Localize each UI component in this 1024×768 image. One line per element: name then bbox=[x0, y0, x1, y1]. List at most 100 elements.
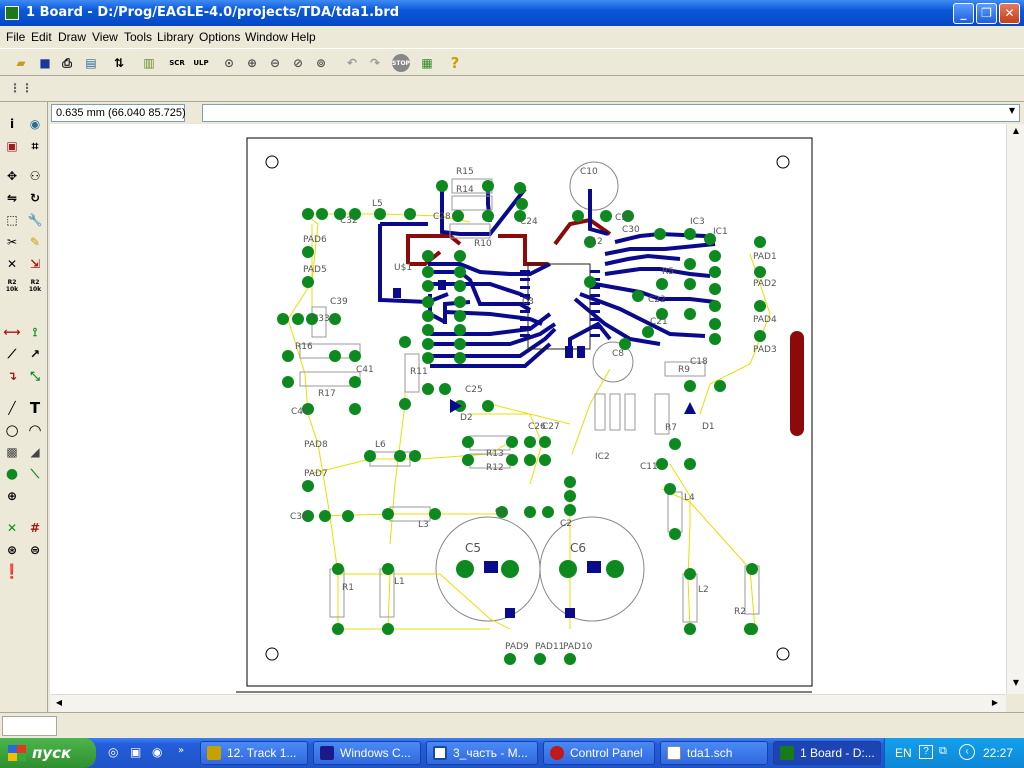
menu-file[interactable]: File bbox=[6, 30, 26, 44]
group-icon[interactable]: ⬚ bbox=[6, 213, 18, 227]
ripup-icon[interactable]: ↗ bbox=[29, 347, 41, 361]
task-board[interactable]: 1 Board - D:... bbox=[773, 741, 881, 765]
menu-library[interactable]: Library bbox=[157, 30, 194, 44]
ratsnest-icon[interactable]: ⤡ bbox=[30, 368, 40, 383]
close-button[interactable]: ✕ bbox=[999, 3, 1020, 24]
split-icon[interactable]: ⟷ bbox=[3, 325, 21, 339]
show-desktop-icon[interactable]: ▣ bbox=[130, 745, 142, 759]
scroll-right-icon[interactable]: ▶ bbox=[991, 698, 999, 707]
mirror-icon[interactable]: ⇋ bbox=[6, 191, 18, 205]
signal-icon[interactable]: ⟍ bbox=[30, 466, 40, 481]
open-icon[interactable]: ▰ bbox=[16, 56, 26, 70]
optimize-icon[interactable]: ⟟ bbox=[32, 324, 38, 339]
route-icon[interactable]: ⟋ bbox=[7, 346, 17, 361]
ulp-button[interactable]: ULP bbox=[193, 59, 209, 67]
title-bar[interactable]: 1 Board - D:/Prog/EAGLE-4.0/projects/TDA… bbox=[0, 0, 1024, 26]
text-icon[interactable]: T bbox=[29, 399, 41, 417]
network-icon[interactable]: ⧉ bbox=[939, 745, 947, 757]
cut-icon[interactable]: ✕ bbox=[6, 257, 18, 271]
menu-options[interactable]: Options bbox=[199, 30, 241, 44]
grid-icon[interactable]: ⋮⋮ bbox=[9, 81, 33, 95]
tray-expand-icon[interactable]: ‹ bbox=[959, 744, 975, 760]
paste-icon[interactable]: ✂ bbox=[6, 235, 18, 249]
menu-draw[interactable]: Draw bbox=[58, 30, 87, 44]
board-canvas[interactable]: R15 R14 C28 R10 C10 C31 C30 IC3 C24 C12 … bbox=[50, 124, 1006, 694]
svg-text:R5: R5 bbox=[662, 267, 674, 277]
wire-icon[interactable]: ↴ bbox=[6, 369, 18, 383]
maximize-button[interactable]: ❐ bbox=[976, 3, 997, 24]
scroll-down-icon[interactable]: ▼ bbox=[1012, 678, 1020, 687]
minimize-button[interactable]: _ bbox=[953, 3, 974, 24]
scroll-left-icon[interactable]: ◀ bbox=[55, 698, 63, 707]
rect-icon[interactable]: ▩ bbox=[6, 445, 18, 459]
move-icon[interactable]: ✥ bbox=[6, 169, 18, 183]
via-icon[interactable]: ● bbox=[5, 466, 19, 482]
zoom-in-icon[interactable]: ⊕ bbox=[246, 56, 258, 70]
switch-icon[interactable]: ⇅ bbox=[113, 56, 125, 70]
task-control-panel[interactable]: Control Panel bbox=[543, 741, 655, 765]
value-icon[interactable]: R2 10k bbox=[28, 279, 42, 293]
line-icon[interactable]: ╱ bbox=[8, 401, 16, 415]
go-icon[interactable]: ▦ bbox=[421, 56, 433, 70]
menu-edit[interactable]: Edit bbox=[31, 30, 52, 44]
warning-icon[interactable]: ❗ bbox=[3, 564, 21, 580]
start-button[interactable]: пуск bbox=[0, 738, 96, 768]
diodes bbox=[450, 399, 696, 414]
task-winamp[interactable]: 12. Track 1... bbox=[200, 741, 308, 765]
zoom-redraw-icon[interactable]: ⊘ bbox=[292, 56, 304, 70]
display-layers-icon[interactable]: ▣ bbox=[6, 139, 18, 153]
ie-icon[interactable]: ◎ bbox=[108, 745, 119, 759]
script-button[interactable]: SCR bbox=[169, 59, 185, 67]
info-icon[interactable]: i bbox=[9, 117, 15, 131]
name-icon[interactable]: R2 10k bbox=[5, 279, 19, 293]
redo-icon[interactable]: ↷ bbox=[369, 56, 381, 70]
svg-text:PAD3: PAD3 bbox=[753, 345, 777, 355]
arc-icon[interactable]: ◠ bbox=[29, 421, 41, 439]
menu-tools[interactable]: Tools bbox=[124, 30, 153, 44]
save-icon[interactable]: ■ bbox=[39, 56, 51, 70]
library-icon[interactable]: ▥ bbox=[143, 56, 155, 70]
print-icon[interactable]: ⎙ bbox=[62, 55, 72, 70]
menu-view[interactable]: View bbox=[92, 30, 118, 44]
command-history-dropdown-icon[interactable]: ▼ bbox=[1008, 106, 1016, 115]
vertical-scrollbar[interactable]: ▲ ▼ bbox=[1006, 124, 1024, 694]
mark-icon[interactable]: ⌗ bbox=[31, 138, 39, 153]
help-tray-icon[interactable]: ? bbox=[919, 745, 933, 759]
svg-text:R10: R10 bbox=[474, 239, 492, 249]
scroll-up-icon[interactable]: ▲ bbox=[1012, 126, 1020, 135]
delete-icon[interactable]: ✎ bbox=[29, 235, 41, 249]
cam-icon[interactable]: ▤ bbox=[85, 56, 97, 70]
stop-button[interactable]: STOP bbox=[392, 54, 410, 72]
add-icon[interactable]: ⇲ bbox=[29, 257, 41, 271]
media-player-icon[interactable]: ◉ bbox=[152, 745, 163, 759]
drc-icon[interactable]: # bbox=[29, 521, 41, 535]
errors-icon[interactable]: ⊛ bbox=[6, 543, 18, 557]
task-windows-commander[interactable]: Windows C... bbox=[313, 741, 421, 765]
zoom-out-icon[interactable]: ⊖ bbox=[269, 56, 281, 70]
task-word[interactable]: 3_часть - M... bbox=[426, 741, 538, 765]
copy-icon[interactable]: ⚇ bbox=[29, 169, 41, 183]
erc-icon[interactable]: ⊜ bbox=[29, 543, 41, 557]
svg-text:C27: C27 bbox=[542, 422, 560, 432]
circle-icon[interactable]: ○ bbox=[5, 421, 19, 439]
zoom-fit-icon[interactable]: ⊙ bbox=[223, 56, 235, 70]
horizontal-scrollbar[interactable]: ◀ ▶ bbox=[50, 694, 1006, 712]
rotate-icon[interactable]: ↻ bbox=[29, 191, 41, 205]
svg-text:D1: D1 bbox=[702, 422, 715, 432]
pcb-layout[interactable]: R15 R14 C28 R10 C10 C31 C30 IC3 C24 C12 … bbox=[50, 124, 1006, 694]
quicklaunch-more-icon[interactable]: » bbox=[178, 745, 185, 756]
ic-chip bbox=[527, 263, 591, 350]
language-indicator[interactable]: EN bbox=[895, 746, 912, 760]
menu-help[interactable]: Help bbox=[291, 30, 316, 44]
hole-icon[interactable]: ⊕ bbox=[6, 489, 18, 503]
command-input[interactable] bbox=[202, 104, 1020, 122]
undo-icon[interactable]: ↶ bbox=[346, 56, 358, 70]
polygon-icon[interactable]: ◢ bbox=[30, 445, 40, 459]
help-button[interactable]: ? bbox=[450, 54, 460, 72]
show-icon[interactable]: ◉ bbox=[29, 117, 41, 131]
zoom-select-icon[interactable]: ⊚ bbox=[315, 56, 327, 70]
auto-icon[interactable]: ✕ bbox=[6, 521, 18, 535]
task-schematic[interactable]: tda1.sch bbox=[660, 741, 768, 765]
menu-window[interactable]: Window bbox=[245, 30, 288, 44]
change-icon[interactable]: 🔧 bbox=[27, 213, 43, 227]
